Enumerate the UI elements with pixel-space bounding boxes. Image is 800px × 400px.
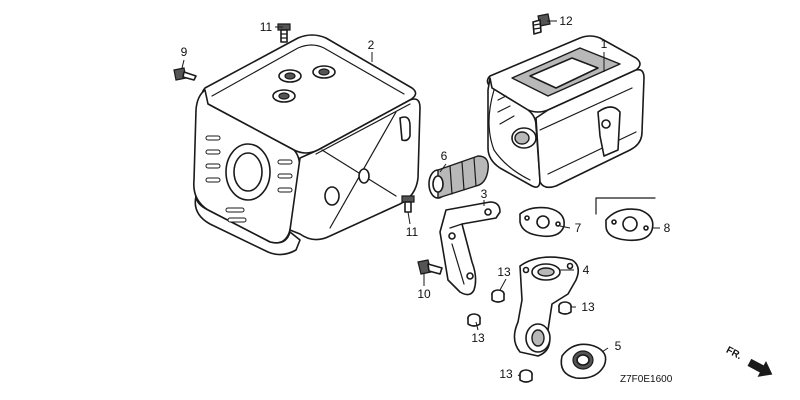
- callout-10: 10: [417, 287, 431, 301]
- nut-13d: [519, 369, 533, 383]
- callout-4: 4: [583, 263, 590, 277]
- front-arrow-icon: [747, 358, 773, 377]
- callout-13-d: 13: [499, 367, 513, 381]
- muffler-gasket: [519, 206, 565, 238]
- gasket-box: [595, 197, 656, 242]
- callout-2: 2: [368, 38, 375, 52]
- spark-arrester: [428, 155, 489, 199]
- callout-13-c: 13: [471, 331, 485, 345]
- callout-12: 12: [559, 14, 573, 28]
- callout-13-b: 13: [581, 300, 595, 314]
- callout-3: 3: [481, 187, 488, 201]
- flange-bolt-top: [277, 23, 291, 43]
- callout-11-top: 11: [260, 20, 273, 34]
- callout-8: 8: [664, 221, 671, 235]
- bolt-10: [417, 259, 443, 275]
- muffler-body: [486, 35, 645, 189]
- callout-11-lower: 11: [406, 225, 419, 239]
- screw-9: [173, 67, 197, 81]
- nut-13a: [491, 289, 505, 303]
- front-indicator-label: FR.: [724, 345, 744, 362]
- callout-5: 5: [615, 339, 622, 353]
- muffler-protector: [192, 34, 421, 256]
- callout-13-a: 13: [497, 265, 511, 279]
- nut-13b: [558, 301, 572, 315]
- diagram-code: Z7F0E1600: [620, 374, 673, 385]
- bolt-12: [532, 13, 551, 35]
- front-indicator: FR.: [724, 345, 773, 377]
- flange-bolt-lower: [401, 195, 415, 213]
- nut-13c: [467, 313, 481, 327]
- callout-1: 1: [601, 37, 608, 51]
- exhaust-pipe: [513, 256, 580, 357]
- callout-6: 6: [441, 149, 448, 163]
- muffler-stay: [439, 201, 501, 296]
- leader-lines: [181, 20, 660, 377]
- exhaust-gasket: [560, 343, 607, 380]
- callout-9: 9: [181, 45, 188, 59]
- callout-7: 7: [575, 221, 582, 235]
